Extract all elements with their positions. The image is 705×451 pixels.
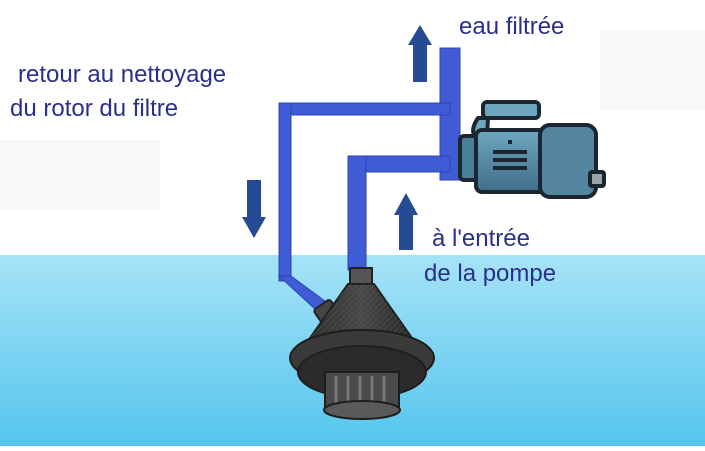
return-top-pipe	[278, 102, 451, 116]
background-panel	[0, 140, 160, 210]
filter-icon	[289, 267, 435, 420]
label-return-line-2: du rotor du filtre	[10, 95, 179, 122]
arrow-up-icon	[394, 193, 418, 250]
arrow-down-icon	[242, 180, 266, 238]
pipe-network	[277, 47, 461, 321]
label-return-line-1: retour au nettoyage	[18, 61, 227, 88]
flow-arrows	[242, 25, 432, 250]
return-vertical-pipe	[278, 102, 292, 282]
pump-icon	[458, 100, 606, 199]
inlet-vertical-pipe	[347, 155, 367, 271]
label-pump-inlet-line-1: à l'entrée	[432, 225, 530, 252]
arrow-up-icon	[408, 25, 432, 82]
label-filtered-water: eau filtrée	[459, 13, 565, 40]
label-pump-inlet-line-2: de la pompe	[424, 260, 557, 287]
background-panel	[600, 30, 705, 110]
